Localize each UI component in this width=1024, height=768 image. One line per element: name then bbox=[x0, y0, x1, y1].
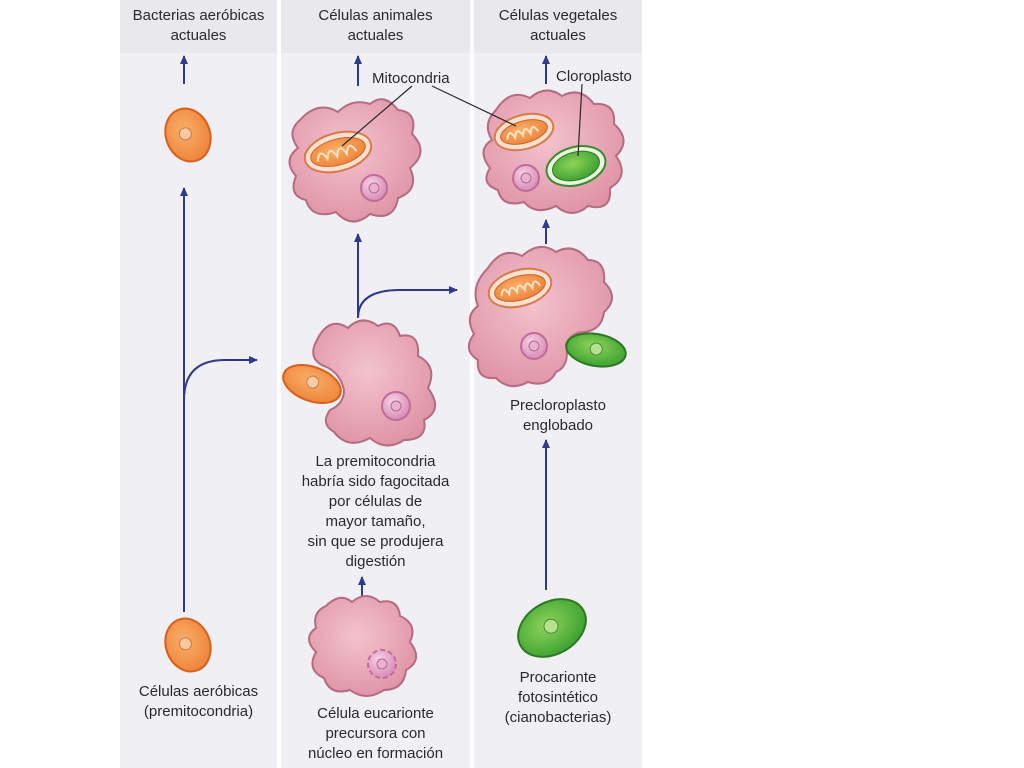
animal-cell-current bbox=[288, 98, 422, 223]
aerobic-bacterium-current bbox=[164, 107, 212, 163]
cell-engulfing-prechloroplast bbox=[467, 245, 627, 388]
aerobic-bacterium-premitochondria bbox=[164, 617, 212, 673]
label-mitochondria: Mitocondria bbox=[372, 70, 450, 87]
plant-cell-current bbox=[482, 89, 625, 214]
label-chloroplast: Cloroplasto bbox=[556, 68, 632, 85]
label-leaders bbox=[341, 83, 583, 157]
arrows bbox=[180, 55, 550, 612]
phagocytosing-cell bbox=[282, 319, 436, 447]
header-band-animal bbox=[281, 0, 470, 53]
header-band-plant bbox=[474, 0, 642, 53]
arrow-animal-branch bbox=[357, 286, 458, 319]
header-band-bacteria bbox=[120, 0, 277, 53]
arrow-bacteria-branch bbox=[183, 356, 258, 401]
caption-aerobic-cells: Células aeróbicas(premitocondria) bbox=[138, 683, 259, 720]
photosynthetic-prokaryote bbox=[517, 598, 587, 658]
precursor-eukaryotic-cell bbox=[308, 595, 417, 697]
